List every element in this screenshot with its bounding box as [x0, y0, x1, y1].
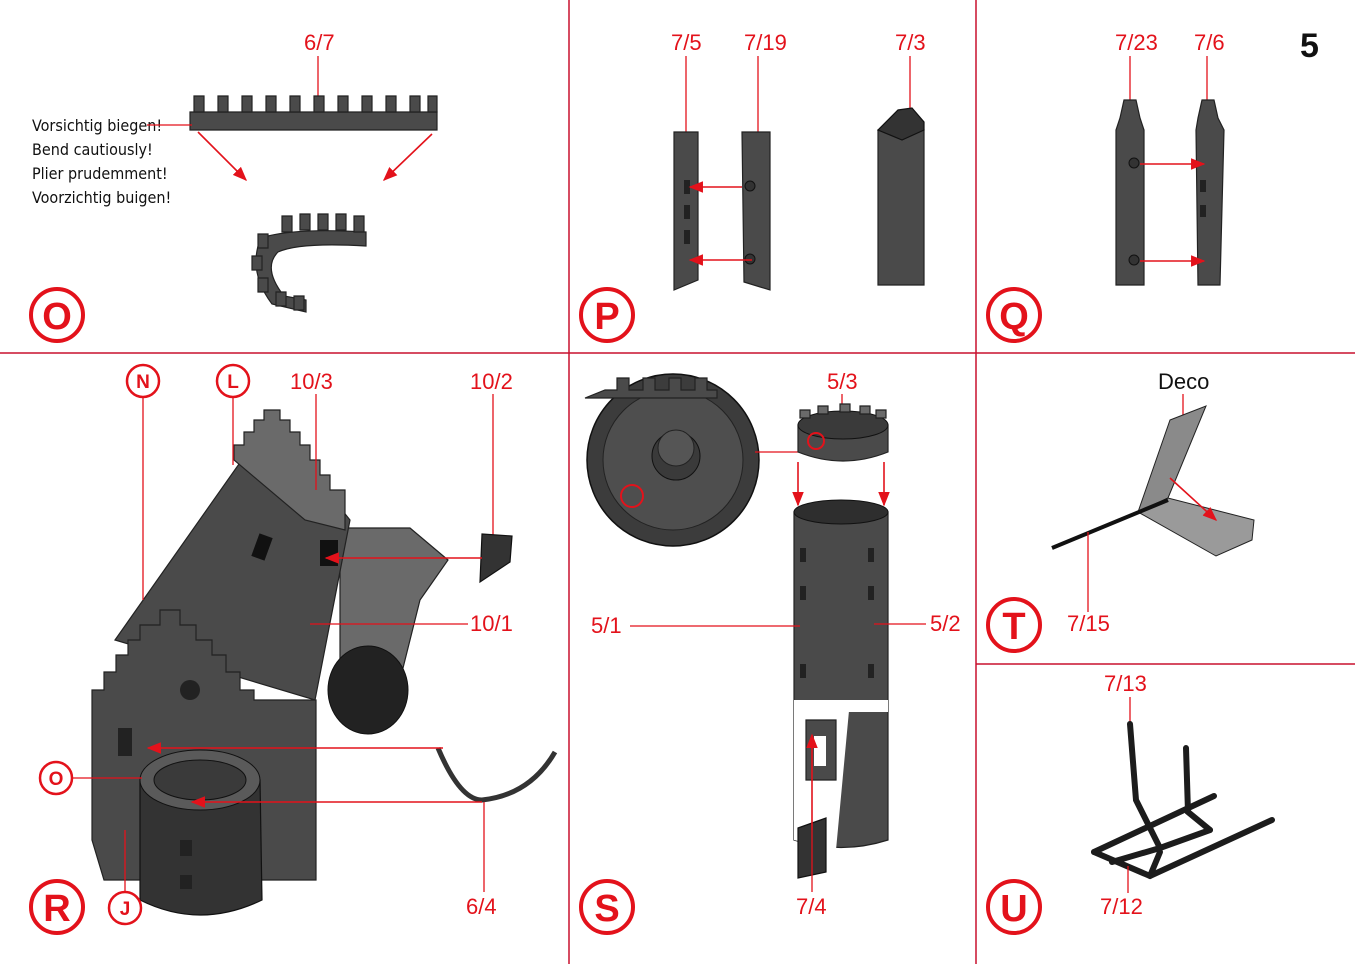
note-fr: Plier prudemment! [32, 164, 168, 183]
note-nl: Voorzichtig buigen! [32, 188, 171, 207]
part-label-7-3: 7/3 [895, 30, 926, 55]
marker-n: N [136, 372, 150, 393]
step-label-q: Q [999, 296, 1029, 338]
deco-label: Deco [1158, 369, 1209, 394]
flag-assembly [1052, 406, 1254, 556]
part-label-7-23: 7/23 [1115, 30, 1158, 55]
panel-s: 5/3 7/4 5/1 5/2 [581, 369, 961, 933]
part-label-10-2: 10/2 [470, 369, 513, 394]
part-7-13-7-12-frame [1094, 724, 1272, 876]
part-label-7-6: 7/6 [1194, 30, 1225, 55]
step-label-o: O [42, 296, 72, 338]
part-5-3-crenel-ring [798, 404, 888, 461]
step-label-r: R [43, 888, 70, 930]
marker-j: J [120, 899, 131, 920]
page-number: 5 [1300, 27, 1319, 65]
step-label-s: S [594, 888, 619, 930]
part-label-5-2: 5/2 [930, 611, 961, 636]
pillar-7-23 [1116, 100, 1144, 285]
part-label-6-4: 6/4 [466, 894, 497, 919]
note-en: Bend cautiously! [32, 140, 153, 159]
note-de: Vorsichtig biegen! [32, 116, 162, 135]
panel-o: 6/7 Vorsichtig biegen! Bend cautiously! … [31, 30, 437, 341]
battlement-strip-bent [252, 214, 366, 312]
step-label-u: U [1000, 888, 1027, 930]
part-5-1-tower-cylinder [794, 500, 888, 850]
part-10-2 [480, 534, 512, 582]
panel-r: N L 10/3 10/2 10/1 6/4 O J R [31, 365, 555, 933]
marker-l: L [227, 372, 239, 393]
part-label-7-4: 7/4 [796, 894, 827, 919]
panel-q: 7/23 7/6 Q [988, 30, 1225, 341]
part-label-6-7: 6/7 [304, 30, 335, 55]
pillar-7-5 [674, 132, 698, 290]
part-6-4 [438, 748, 555, 800]
pillar-7-3 [878, 108, 924, 285]
battlement-strip-straight [190, 96, 437, 130]
part-label-10-1: 10/1 [470, 611, 513, 636]
marker-o: O [49, 769, 64, 790]
panel-p: 7/5 7/19 7/3 P [581, 30, 926, 341]
part-label-5-1: 5/1 [591, 613, 622, 638]
panel-t: Deco 7/15 T [988, 369, 1254, 651]
panel-u: 7/13 7/12 U [988, 671, 1272, 933]
tower-base-top-view [585, 374, 759, 546]
building-assembly [92, 410, 448, 915]
pillar-7-6 [1196, 100, 1224, 285]
part-label-7-19: 7/19 [744, 30, 787, 55]
part-label-7-12: 7/12 [1100, 894, 1143, 919]
step-label-p: P [594, 296, 619, 338]
part-label-7-13: 7/13 [1104, 671, 1147, 696]
part-label-5-3: 5/3 [827, 369, 858, 394]
step-label-t: T [1002, 606, 1025, 648]
part-label-10-3: 10/3 [290, 369, 333, 394]
part-label-7-5: 7/5 [671, 30, 702, 55]
part-label-7-15: 7/15 [1067, 611, 1110, 636]
pillar-7-19 [742, 132, 770, 290]
